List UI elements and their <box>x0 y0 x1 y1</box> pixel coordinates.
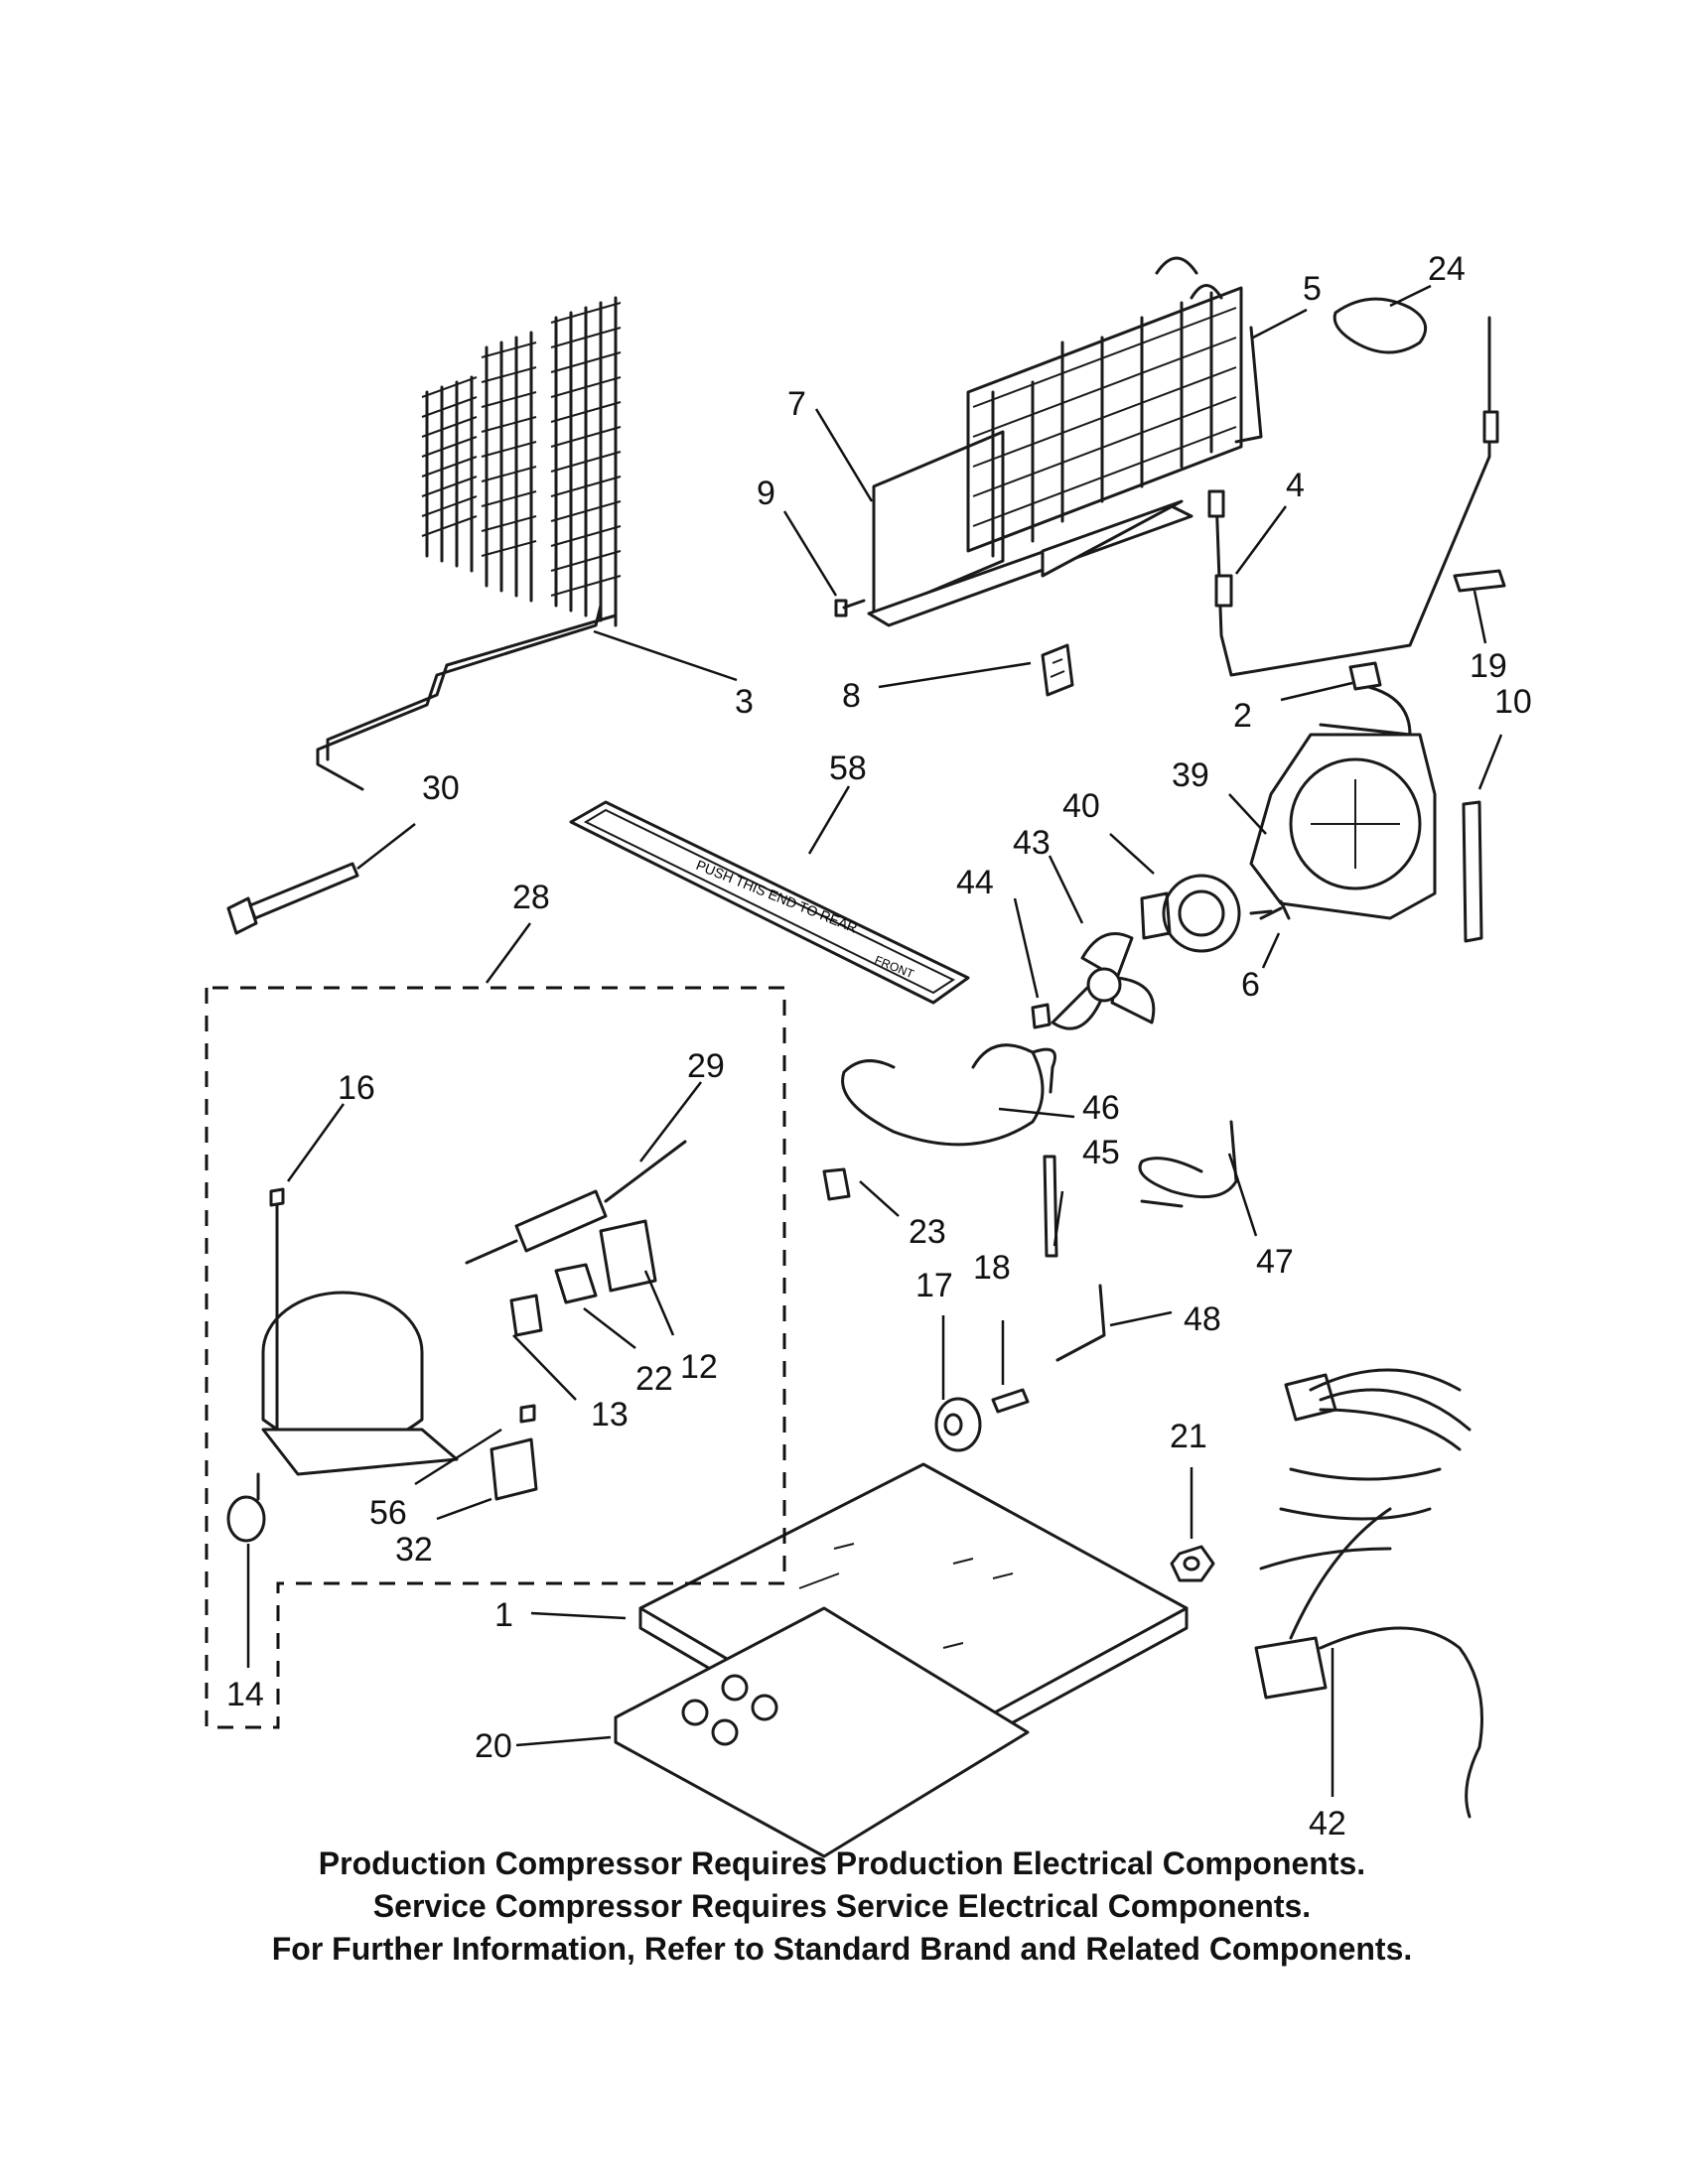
overload <box>509 1294 543 1337</box>
callout-13: 13 <box>591 1396 629 1433</box>
overload-capacitor <box>465 1140 687 1265</box>
callout-numbers: 3 7 9 8 5 24 4 19 10 2 39 40 43 44 6 58 … <box>226 250 1532 1843</box>
callout-48: 48 <box>1184 1300 1221 1338</box>
fan-blade-clip <box>1031 1003 1052 1029</box>
terminal-cover <box>490 1437 538 1501</box>
evaporator <box>867 256 1263 627</box>
callout-1: 1 <box>494 1596 513 1634</box>
tube-48 <box>1055 1284 1106 1362</box>
screw <box>834 599 866 617</box>
callout-5: 5 <box>1303 270 1322 308</box>
callout-19: 19 <box>1470 647 1507 685</box>
relay-clip <box>554 1263 598 1304</box>
thermostat <box>1319 661 1412 737</box>
fan-motor <box>1140 874 1273 953</box>
callout-29: 29 <box>687 1047 725 1085</box>
callout-24: 24 <box>1428 250 1466 288</box>
callout-10: 10 <box>1494 683 1532 721</box>
callout-46: 46 <box>1082 1089 1120 1127</box>
callout-3: 3 <box>735 683 754 721</box>
note-line-3: For Further Information, Refer to Standa… <box>271 1931 1413 1967</box>
callout-28: 28 <box>512 879 550 916</box>
compressor-group-box <box>205 986 786 1729</box>
callout-45: 45 <box>1082 1134 1120 1171</box>
callout-21: 21 <box>1170 1418 1207 1455</box>
fan-shroud <box>1249 733 1437 920</box>
callout-2: 2 <box>1233 697 1252 735</box>
callout-9: 9 <box>757 475 775 512</box>
callout-23: 23 <box>909 1213 946 1251</box>
condenser-coil <box>316 296 622 791</box>
callout-40: 40 <box>1062 787 1100 825</box>
callout-20: 20 <box>475 1727 512 1765</box>
callout-56: 56 <box>369 1494 407 1532</box>
motor-screw <box>1259 899 1291 920</box>
callout-7: 7 <box>787 385 806 423</box>
pin <box>1043 1155 1058 1258</box>
cover-screw <box>519 1404 536 1424</box>
start-relay <box>599 1219 657 1293</box>
callout-4: 4 <box>1286 467 1305 504</box>
callout-47: 47 <box>1256 1243 1294 1281</box>
clip <box>1041 643 1074 697</box>
wiring-harness <box>1254 1368 1483 1819</box>
compressor <box>261 1291 459 1476</box>
ground-screw <box>269 1187 285 1432</box>
callout-18: 18 <box>973 1249 1011 1287</box>
callout-14: 14 <box>226 1676 264 1713</box>
callout-30: 30 <box>422 769 460 807</box>
nut <box>1170 1545 1215 1582</box>
diagram-notes: Production Compressor Requires Productio… <box>0 1843 1684 1971</box>
callout-44: 44 <box>956 864 994 901</box>
leader-lines <box>246 284 1503 1797</box>
heater-tube <box>1138 1120 1238 1208</box>
callout-32: 32 <box>395 1531 433 1569</box>
thermostat-cap <box>1333 297 1428 354</box>
callout-17: 17 <box>915 1267 953 1304</box>
cable-tie <box>226 862 359 935</box>
callout-58: 58 <box>829 750 867 787</box>
note-line-1: Production Compressor Requires Productio… <box>318 1845 1366 1881</box>
screw-18 <box>991 1388 1030 1414</box>
drain-tray: PUSH THIS END TO REAR FRONT <box>569 800 970 1005</box>
callout-16: 16 <box>338 1069 375 1107</box>
callout-43: 43 <box>1013 824 1051 862</box>
clip-23 <box>822 1167 851 1201</box>
callout-22: 22 <box>635 1360 673 1398</box>
callout-6: 6 <box>1241 966 1260 1004</box>
callout-8: 8 <box>842 677 861 715</box>
insulation-sheet <box>614 1606 1030 1858</box>
gasket-strip <box>1462 800 1483 943</box>
fan-blade <box>1051 932 1156 1030</box>
defrost-sensor-wire <box>1207 316 1499 677</box>
callout-42: 42 <box>1309 1805 1346 1843</box>
drain-tube <box>841 1043 1056 1147</box>
note-line-2: Service Compressor Requires Service Elec… <box>372 1888 1312 1924</box>
wire-clip <box>1453 569 1506 593</box>
grommet <box>934 1397 982 1452</box>
callout-39: 39 <box>1172 756 1209 794</box>
compressor-grommet <box>226 1472 266 1543</box>
callout-12: 12 <box>680 1348 718 1386</box>
